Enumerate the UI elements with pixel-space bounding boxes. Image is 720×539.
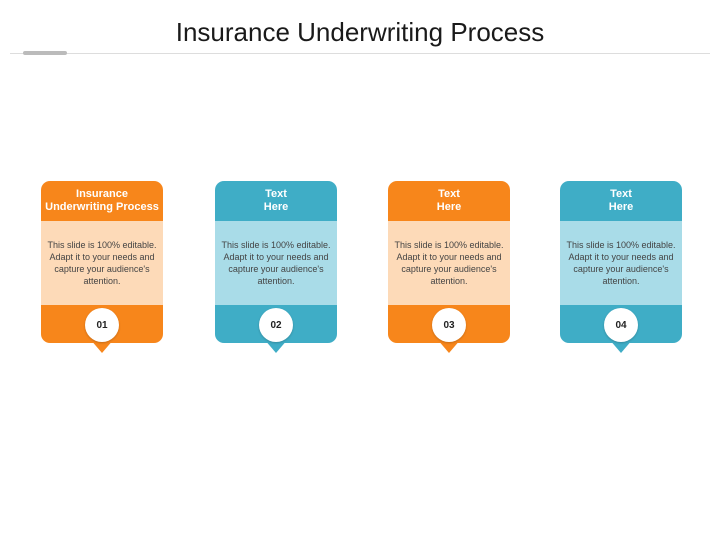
step-card-3: Text Here This slide is 100% editable. A… [388,181,510,353]
card-body: This slide is 100% editable. Adapt it to… [41,221,163,305]
card-heading: Text Here [560,181,682,221]
card-body: This slide is 100% editable. Adapt it to… [215,221,337,305]
card-heading: Text Here [388,181,510,221]
card-footer: 01 [41,305,163,353]
divider-accent [23,51,67,55]
pointer-marker [437,339,461,353]
card-footer: 04 [560,305,682,353]
step-number: 04 [604,308,638,342]
step-card-2: Text Here This slide is 100% editable. A… [215,181,337,353]
card-body: This slide is 100% editable. Adapt it to… [560,221,682,305]
step-number: 01 [85,308,119,342]
card-footer: 03 [388,305,510,353]
card-footer: 02 [215,305,337,353]
slide-title: Insurance Underwriting Process [175,17,545,47]
title-divider [10,53,710,54]
step-card-1: Insurance Underwriting Process This slid… [41,181,163,353]
pointer-marker [609,339,633,353]
card-heading: Insurance Underwriting Process [41,181,163,221]
step-number: 03 [432,308,466,342]
pointer-marker [90,339,114,353]
card-body: This slide is 100% editable. Adapt it to… [388,221,510,305]
pointer-marker [264,339,288,353]
step-card-4: Text Here This slide is 100% editable. A… [560,181,682,353]
step-number: 02 [259,308,293,342]
card-heading: Text Here [215,181,337,221]
